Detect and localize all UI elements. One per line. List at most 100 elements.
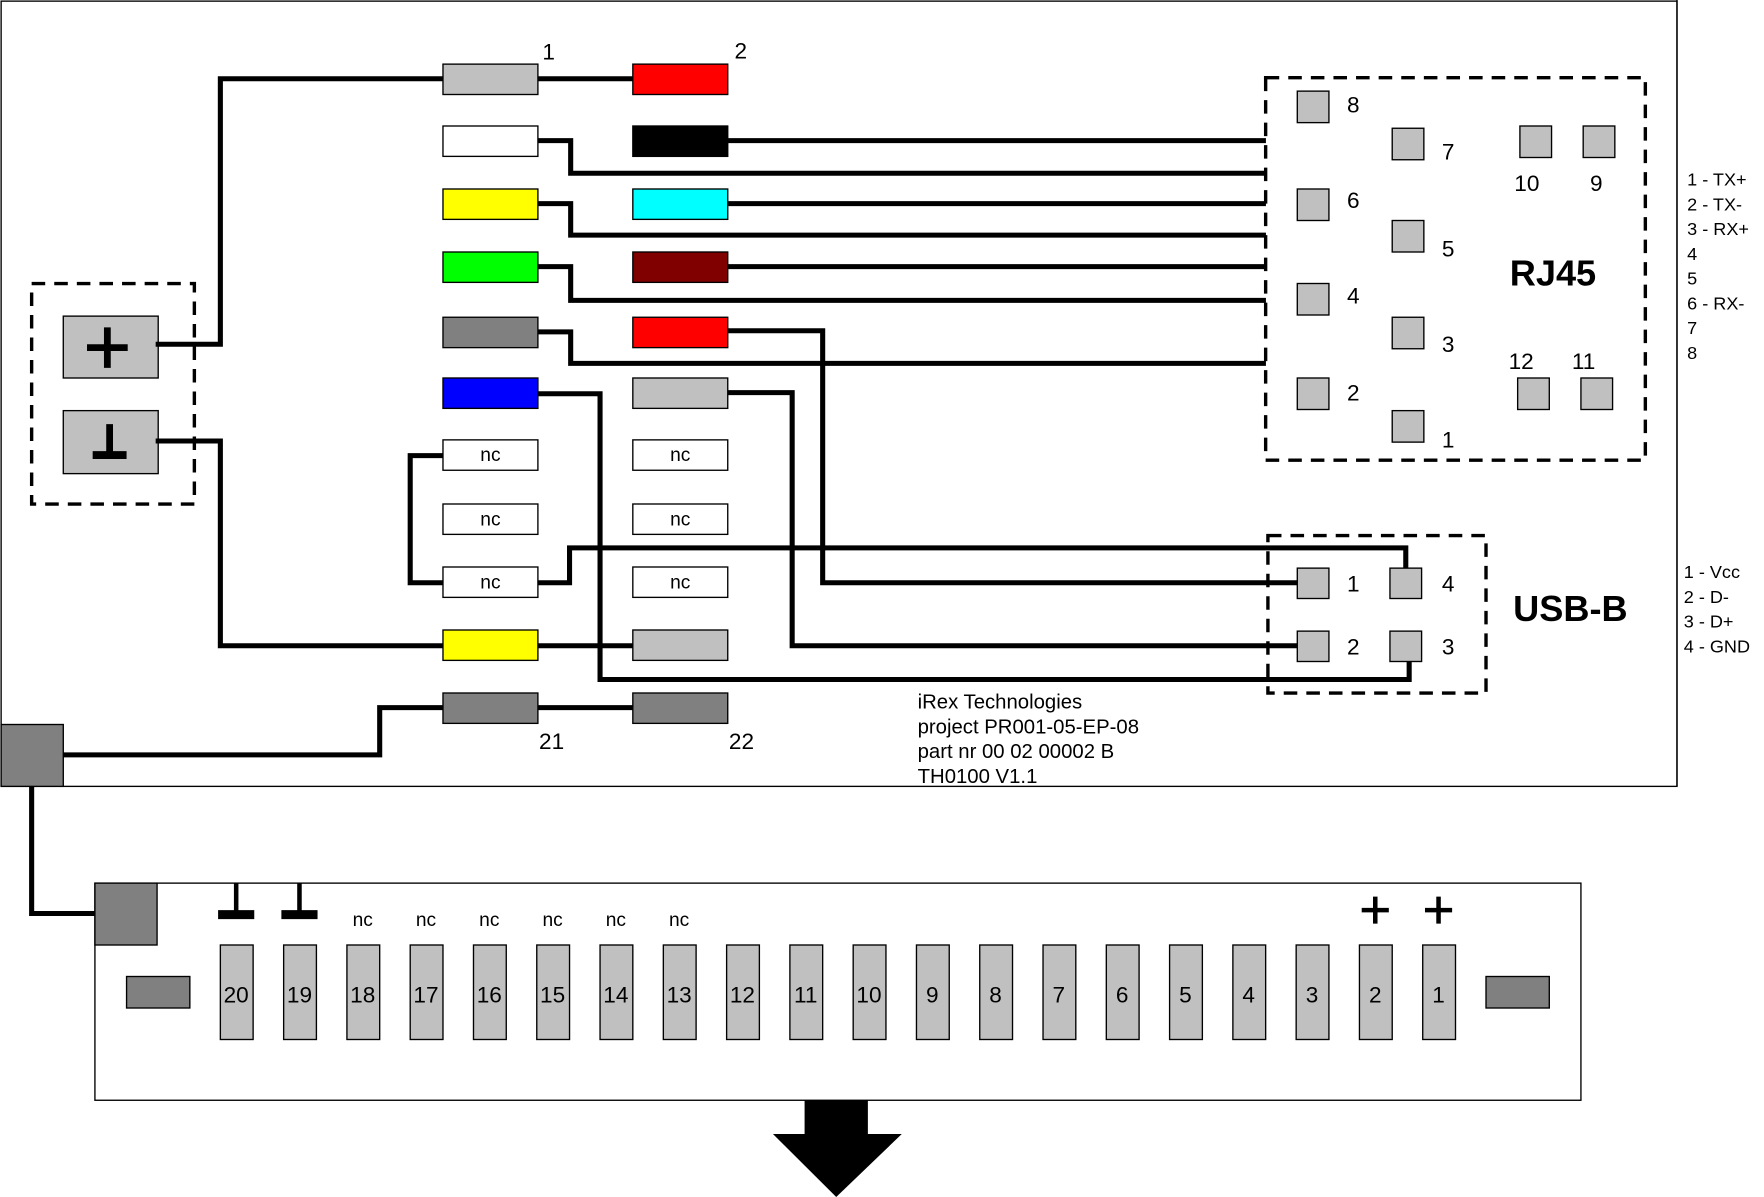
pad (1168, 944, 1204, 1041)
pin-body (632, 629, 729, 662)
info-project: project PR001-05-EP-08 (918, 717, 1139, 739)
right-pin-1 (632, 63, 729, 96)
ground-icon (92, 424, 127, 459)
pad (1389, 630, 1423, 663)
wire-green-to-rj45 (536, 264, 1266, 303)
usb-pin-2: 2 (1296, 630, 1360, 663)
left-pin-10 (442, 629, 539, 662)
wire-yellow-to-rj45 (536, 201, 1266, 238)
pad (1391, 127, 1425, 161)
nc-label: nc (480, 445, 501, 466)
info-part: part nr 00 02 00002 B (918, 741, 1115, 763)
usb-b-legend: 1 - Vcc 2 - D- 3 - D+ 4 - GND (1684, 562, 1750, 656)
pin-number: 3 (1442, 332, 1455, 357)
rj45-legend-line: 6 - RX- (1687, 293, 1744, 313)
pin-number: 13 (667, 982, 692, 1007)
pad (472, 944, 507, 1041)
pin-number: 1 (1347, 572, 1360, 597)
edge-pin-20: 20 (218, 883, 255, 1041)
edge-pin-4: 4 (1232, 944, 1267, 1041)
left-pin-9: nc (442, 566, 539, 599)
pad (1516, 377, 1550, 411)
edge-pin-3: 3 (1295, 944, 1330, 1041)
wire-white-to-rj45 (536, 138, 1266, 176)
rj45-dashed-outline (1263, 75, 1648, 462)
usb-pin-4: 4 (1389, 567, 1455, 600)
usb-legend-line: 3 - D+ (1684, 612, 1734, 632)
pin-number: 12 (1509, 349, 1534, 374)
right-pin-2 (632, 125, 729, 158)
nc-label: nc (480, 572, 501, 593)
ground-icon (281, 883, 318, 920)
rj45-legend-line: 5 (1687, 269, 1697, 289)
pin-number: 2 (1347, 381, 1360, 406)
rj45-pin-3: 3 (1391, 316, 1455, 357)
pin-body (632, 377, 729, 410)
pin-number: 11 (794, 982, 817, 1007)
pin-body (442, 566, 539, 599)
pad (1105, 944, 1140, 1041)
rj45-pin-1: 1 (1391, 409, 1455, 453)
pin-number: 1 (1442, 428, 1455, 453)
rj45-legend-line: 1 - TX+ (1687, 170, 1746, 190)
pin-body (632, 692, 729, 725)
right-pin-10 (632, 629, 729, 662)
pin-number: 1 (1432, 982, 1445, 1007)
edge-key-left (125, 975, 191, 1009)
wire-red-to-usb1 (725, 328, 1300, 586)
down-arrow-icon (772, 1100, 902, 1197)
wire-plus-to-pin1 (155, 76, 636, 347)
pin-body (442, 125, 539, 158)
pad (1296, 188, 1330, 222)
pin-number: 20 (224, 982, 249, 1007)
nc-label: nc (670, 509, 691, 530)
pin-body (632, 63, 729, 96)
pad (1296, 282, 1330, 316)
pin-number: 7 (1053, 982, 1066, 1007)
plus-icon (87, 327, 128, 368)
pin-number: 18 (350, 982, 375, 1007)
usb-legend-line: 2 - D- (1684, 587, 1729, 607)
usb-pin-1: 1 (1296, 567, 1360, 600)
wire-nc-loop (407, 453, 446, 586)
edge-pin-19: 19 (281, 883, 318, 1041)
usb-legend-line: 1 - Vcc (1684, 562, 1740, 582)
pin-number: 19 (287, 982, 312, 1007)
pin-body (442, 629, 539, 662)
right-pin-6 (632, 377, 729, 410)
rj45-pin-4: 4 (1296, 282, 1360, 316)
pad (789, 944, 824, 1041)
rj45-pin-6: 6 (1296, 188, 1360, 222)
pin-label-22: 22 (729, 729, 754, 754)
pad (1389, 567, 1423, 600)
right-pin-5 (632, 316, 729, 349)
wire-darkgrey-to-rj45 (536, 329, 1266, 366)
pin-body (442, 503, 539, 536)
right-pin-11 (632, 692, 729, 725)
main-board-outline (0, 0, 1678, 788)
pin-number: 6 (1347, 188, 1360, 213)
pin-label-21: 21 (539, 729, 564, 754)
usb-b-title: USB-B (1513, 588, 1628, 629)
plus-icon (1361, 896, 1389, 924)
rj45-pin-8: 8 (1296, 90, 1360, 124)
pad (1295, 944, 1330, 1041)
pin-number: 6 (1116, 982, 1129, 1007)
pin-body (442, 377, 539, 410)
usb-legend-line: 4 - GND (1684, 637, 1750, 657)
edge-key-right (1485, 975, 1550, 1009)
pin-body (632, 566, 729, 599)
pin-number: 17 (413, 982, 438, 1007)
rj45-pin-12: 12 (1509, 349, 1550, 411)
pin-body (632, 188, 729, 221)
ground-icon (218, 883, 255, 920)
pin-body (632, 439, 729, 471)
left-pin-6 (442, 377, 539, 410)
edge-pin-11: 11 (789, 944, 824, 1041)
